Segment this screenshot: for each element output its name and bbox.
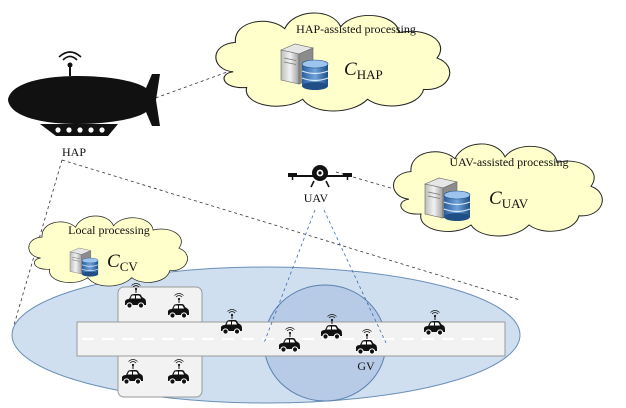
local-capacity-symbol: CCV <box>107 251 138 274</box>
uav-label: UAV <box>304 191 329 205</box>
database-icon <box>301 59 329 91</box>
local-processing-title: Local processing <box>68 223 150 237</box>
drone-icon <box>288 165 352 188</box>
gv-label: GV <box>357 359 375 373</box>
airship-icon <box>8 51 160 136</box>
uav-processing-title: UAV-assisted processing <box>450 155 569 169</box>
hap-processing-title: HAP-assisted processing <box>296 22 416 36</box>
hap-label: HAP <box>62 145 86 159</box>
uav-capacity-symbol: CUAV <box>489 188 529 211</box>
database-icon <box>81 257 99 277</box>
hap-capacity-symbol: CHAP <box>344 59 383 82</box>
uav-beam-right <box>323 209 387 344</box>
hap-beam-right <box>61 159 521 301</box>
database-icon <box>443 190 471 222</box>
